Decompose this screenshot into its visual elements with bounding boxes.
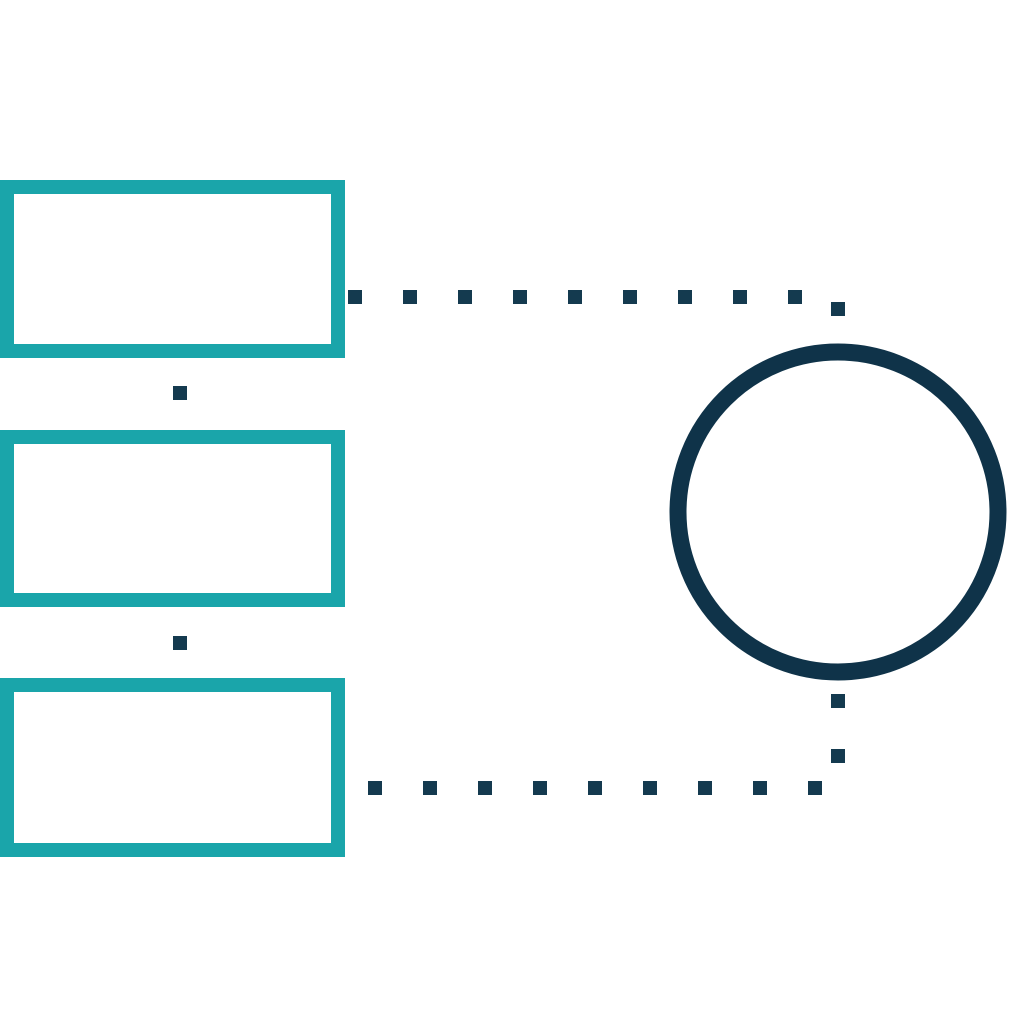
connector-block3-circle: [368, 690, 845, 795]
block-1: [0, 180, 345, 358]
circle-node: [669, 343, 1007, 681]
block-2: [0, 430, 345, 607]
connector-block1-circle: [348, 290, 845, 345]
block-3: [0, 678, 345, 857]
